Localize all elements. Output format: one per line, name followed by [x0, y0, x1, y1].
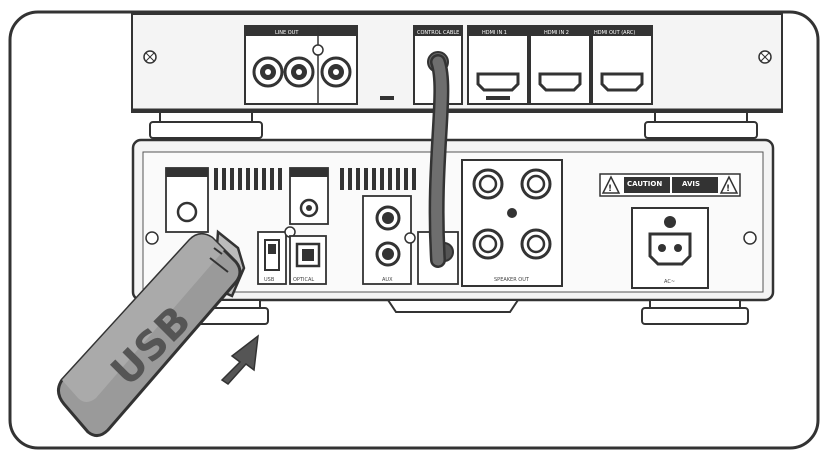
screw-icon	[404, 232, 416, 244]
speaker-out-panel: SPEAKER OUT	[461, 159, 563, 287]
ac-in-label: AC~	[664, 279, 675, 285]
hdmi-in-2-port: HDMI IN 2	[529, 25, 591, 105]
screw-icon	[145, 231, 159, 245]
rca-jack-icon	[320, 56, 352, 88]
warning-triangle-icon	[601, 175, 621, 194]
vent-slots-mid	[340, 168, 416, 190]
caution-sticker: ! CAUTION AVIS !	[599, 173, 741, 197]
vent-slots-left	[214, 168, 282, 190]
optical-port: OPTICAL	[289, 235, 327, 285]
warning-triangle-icon	[719, 175, 739, 194]
rca-jack-icon	[283, 56, 315, 88]
aux-panel: AUX	[362, 195, 412, 285]
aux-port-label: AUX	[382, 277, 393, 283]
optical-port-label: OPTICAL	[293, 277, 314, 283]
rca-jack-icon	[252, 56, 284, 88]
line-out-label: LINE OUT	[275, 30, 299, 36]
hdmi-out-port: HDMI OUT (ARC)	[591, 25, 653, 105]
screw-icon	[743, 231, 757, 245]
svg-text:!: !	[726, 184, 730, 194]
control-cable-label: CONTROL CABLE	[417, 30, 459, 36]
caution-label: CAUTION	[627, 180, 662, 188]
hdmi-in-2-label: HDMI IN 2	[544, 30, 569, 36]
hdmi-in-1-port: HDMI IN 1	[467, 25, 529, 105]
hdmi-in-1-label: HDMI IN 1	[482, 30, 507, 36]
hdmi-port-icon	[476, 72, 520, 92]
screw-icon	[312, 44, 324, 56]
usb-port: USB	[257, 231, 287, 285]
insert-arrow-icon	[220, 334, 259, 385]
mic-panel	[165, 167, 209, 233]
power-socket-icon	[648, 232, 692, 266]
ac-in-port: AC~	[631, 207, 709, 289]
mic-jack-icon	[176, 201, 198, 223]
usb-port-label: USB	[264, 277, 275, 283]
indicator-slot	[380, 96, 394, 100]
svg-text:!: !	[608, 184, 612, 194]
speaker-out-label: SPEAKER OUT	[494, 277, 530, 283]
top-unit: LINE OUT CONTROL CABLE HDMI IN	[131, 13, 783, 113]
avis-label: AVIS	[682, 180, 700, 188]
hdmi-out-label: HDMI OUT (ARC)	[594, 30, 635, 36]
top-unit-feet	[149, 111, 758, 139]
hdmi-port-icon	[600, 72, 644, 92]
hdmi-port-icon	[538, 72, 582, 92]
